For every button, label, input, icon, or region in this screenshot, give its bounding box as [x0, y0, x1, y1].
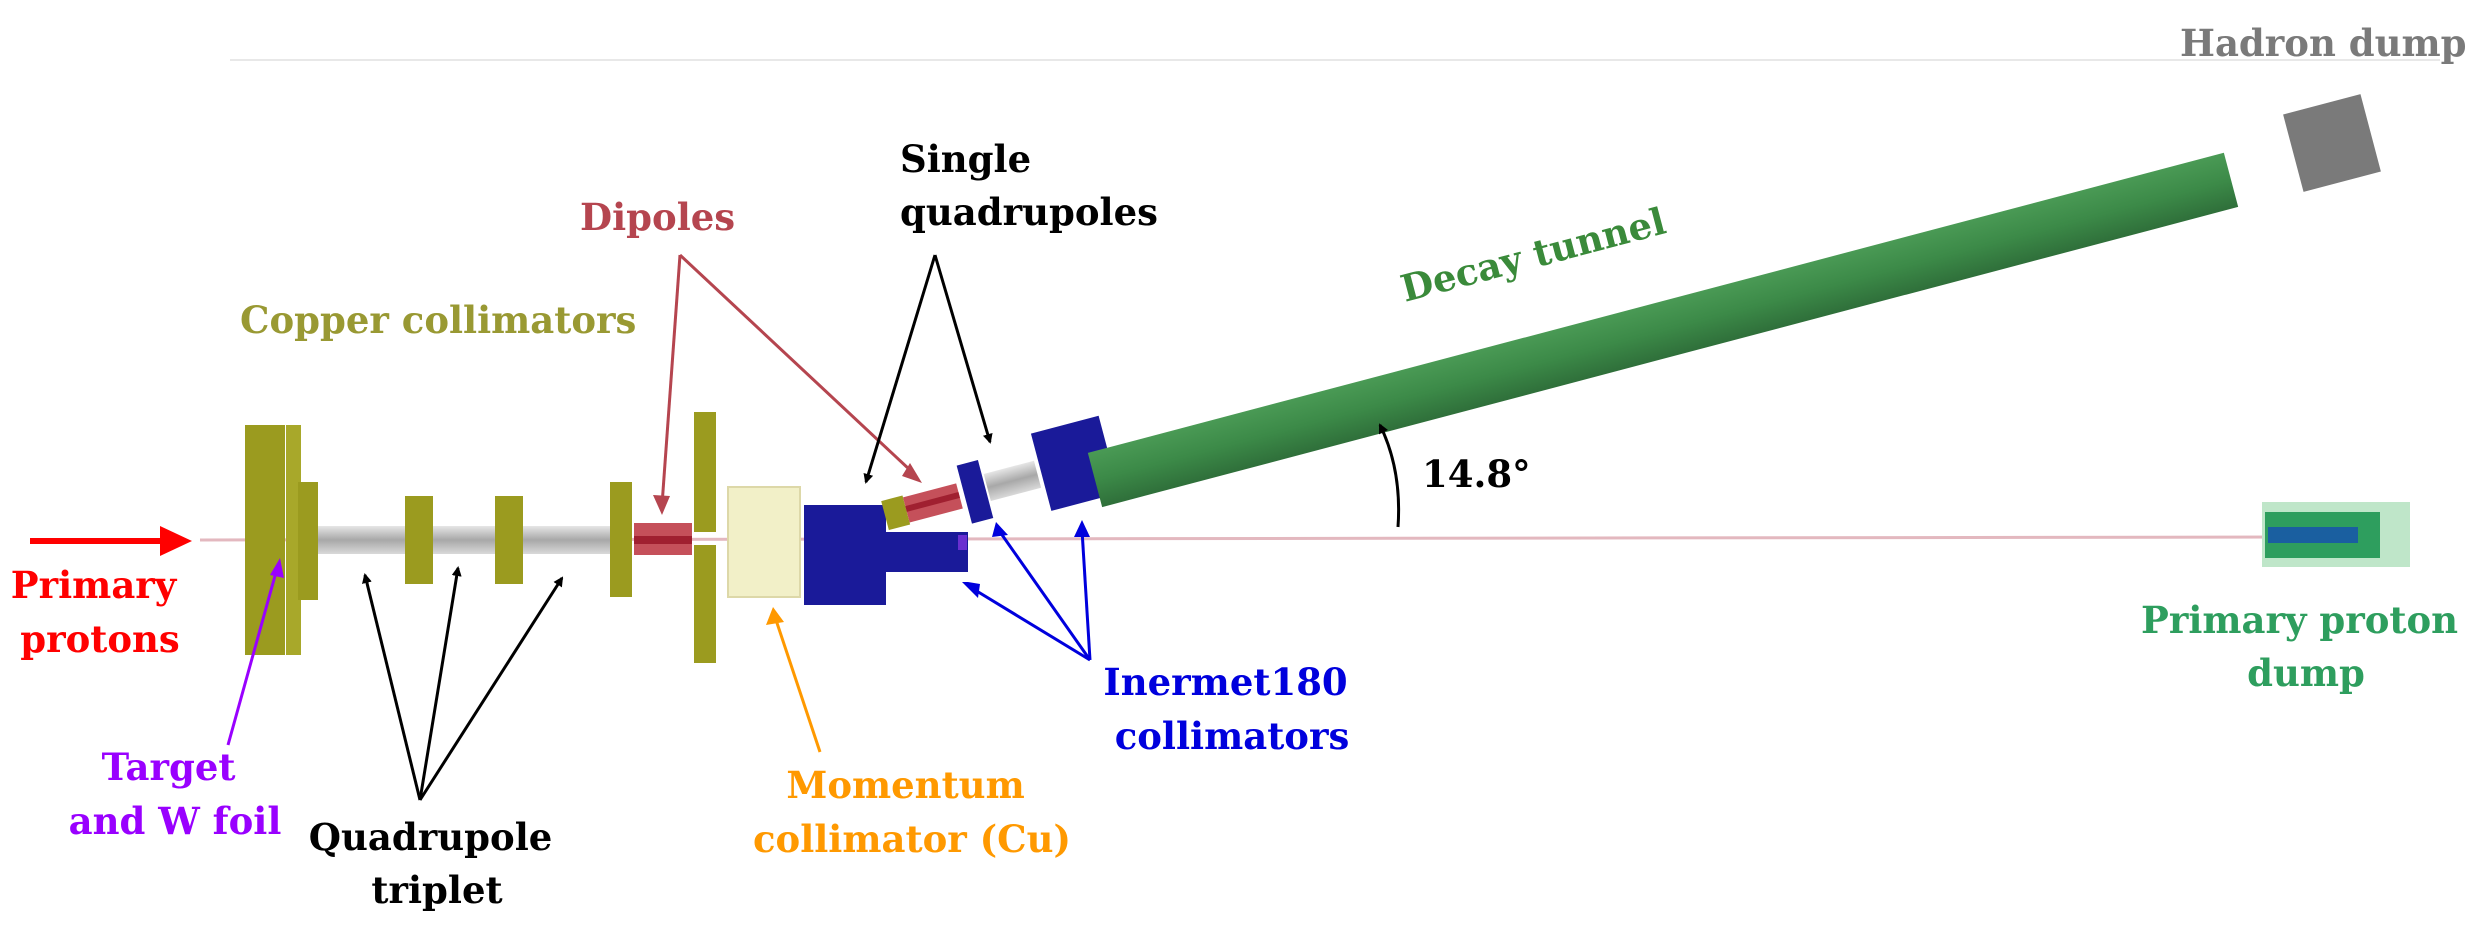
dipole-arrows	[660, 253, 912, 506]
proton-dump-block	[2262, 502, 2410, 567]
inermet-arrowhead-1	[962, 582, 980, 598]
single-quad-arrows	[863, 254, 993, 484]
inermet-collimators-label: Inermet180 collimators	[1103, 660, 1360, 758]
target-arrow	[226, 564, 280, 746]
inermet-block-main	[804, 505, 968, 605]
hadron-dump-label: Hadron dump	[2180, 21, 2467, 65]
momentum-collimator-block	[727, 486, 801, 598]
decay-tunnel	[1087, 152, 2239, 508]
momentum-collimator-label: Momentum collimator (Cu)	[753, 763, 1071, 861]
quadrupole-triplet-label: Quadrupole triplet	[309, 815, 565, 912]
momentum-arrowhead	[766, 607, 784, 625]
primary-protons-label: Primary protons	[11, 563, 189, 661]
momentum-arrow	[773, 616, 822, 753]
angle-label: 14.8°	[1422, 452, 1531, 496]
single-quadrupoles-label: Single quadrupoles	[900, 137, 1158, 234]
decay-tunnel-label: Decay tunnel	[1396, 199, 1670, 311]
inermet-arrowhead-3	[1074, 520, 1090, 537]
dipole-arrowhead-1	[653, 495, 670, 515]
copper-collimator-pair	[694, 412, 716, 663]
inermet-arrows	[974, 529, 1092, 662]
hadron-dump-block	[2283, 94, 2381, 192]
inermet-arrowhead-2	[992, 522, 1008, 537]
deflected-beamline	[881, 415, 1120, 531]
dipole-1-core	[634, 536, 692, 544]
angle-arc	[1378, 423, 1401, 528]
target-arrowhead	[270, 558, 284, 578]
dipoles-label: Dipoles	[580, 195, 735, 239]
dipole-arrowhead-2	[902, 463, 922, 483]
primary-protons-arrowhead	[160, 526, 192, 556]
quadrupole-arrows	[362, 566, 564, 801]
beam-pipe	[318, 526, 618, 554]
proton-dump-label: Primary proton dump	[2141, 598, 2471, 695]
copper-collimators-label: Copper collimators	[240, 298, 636, 342]
quadrupole-triplet	[405, 482, 632, 597]
target-assembly	[245, 425, 318, 655]
target-label: Target and W foil	[69, 745, 282, 843]
